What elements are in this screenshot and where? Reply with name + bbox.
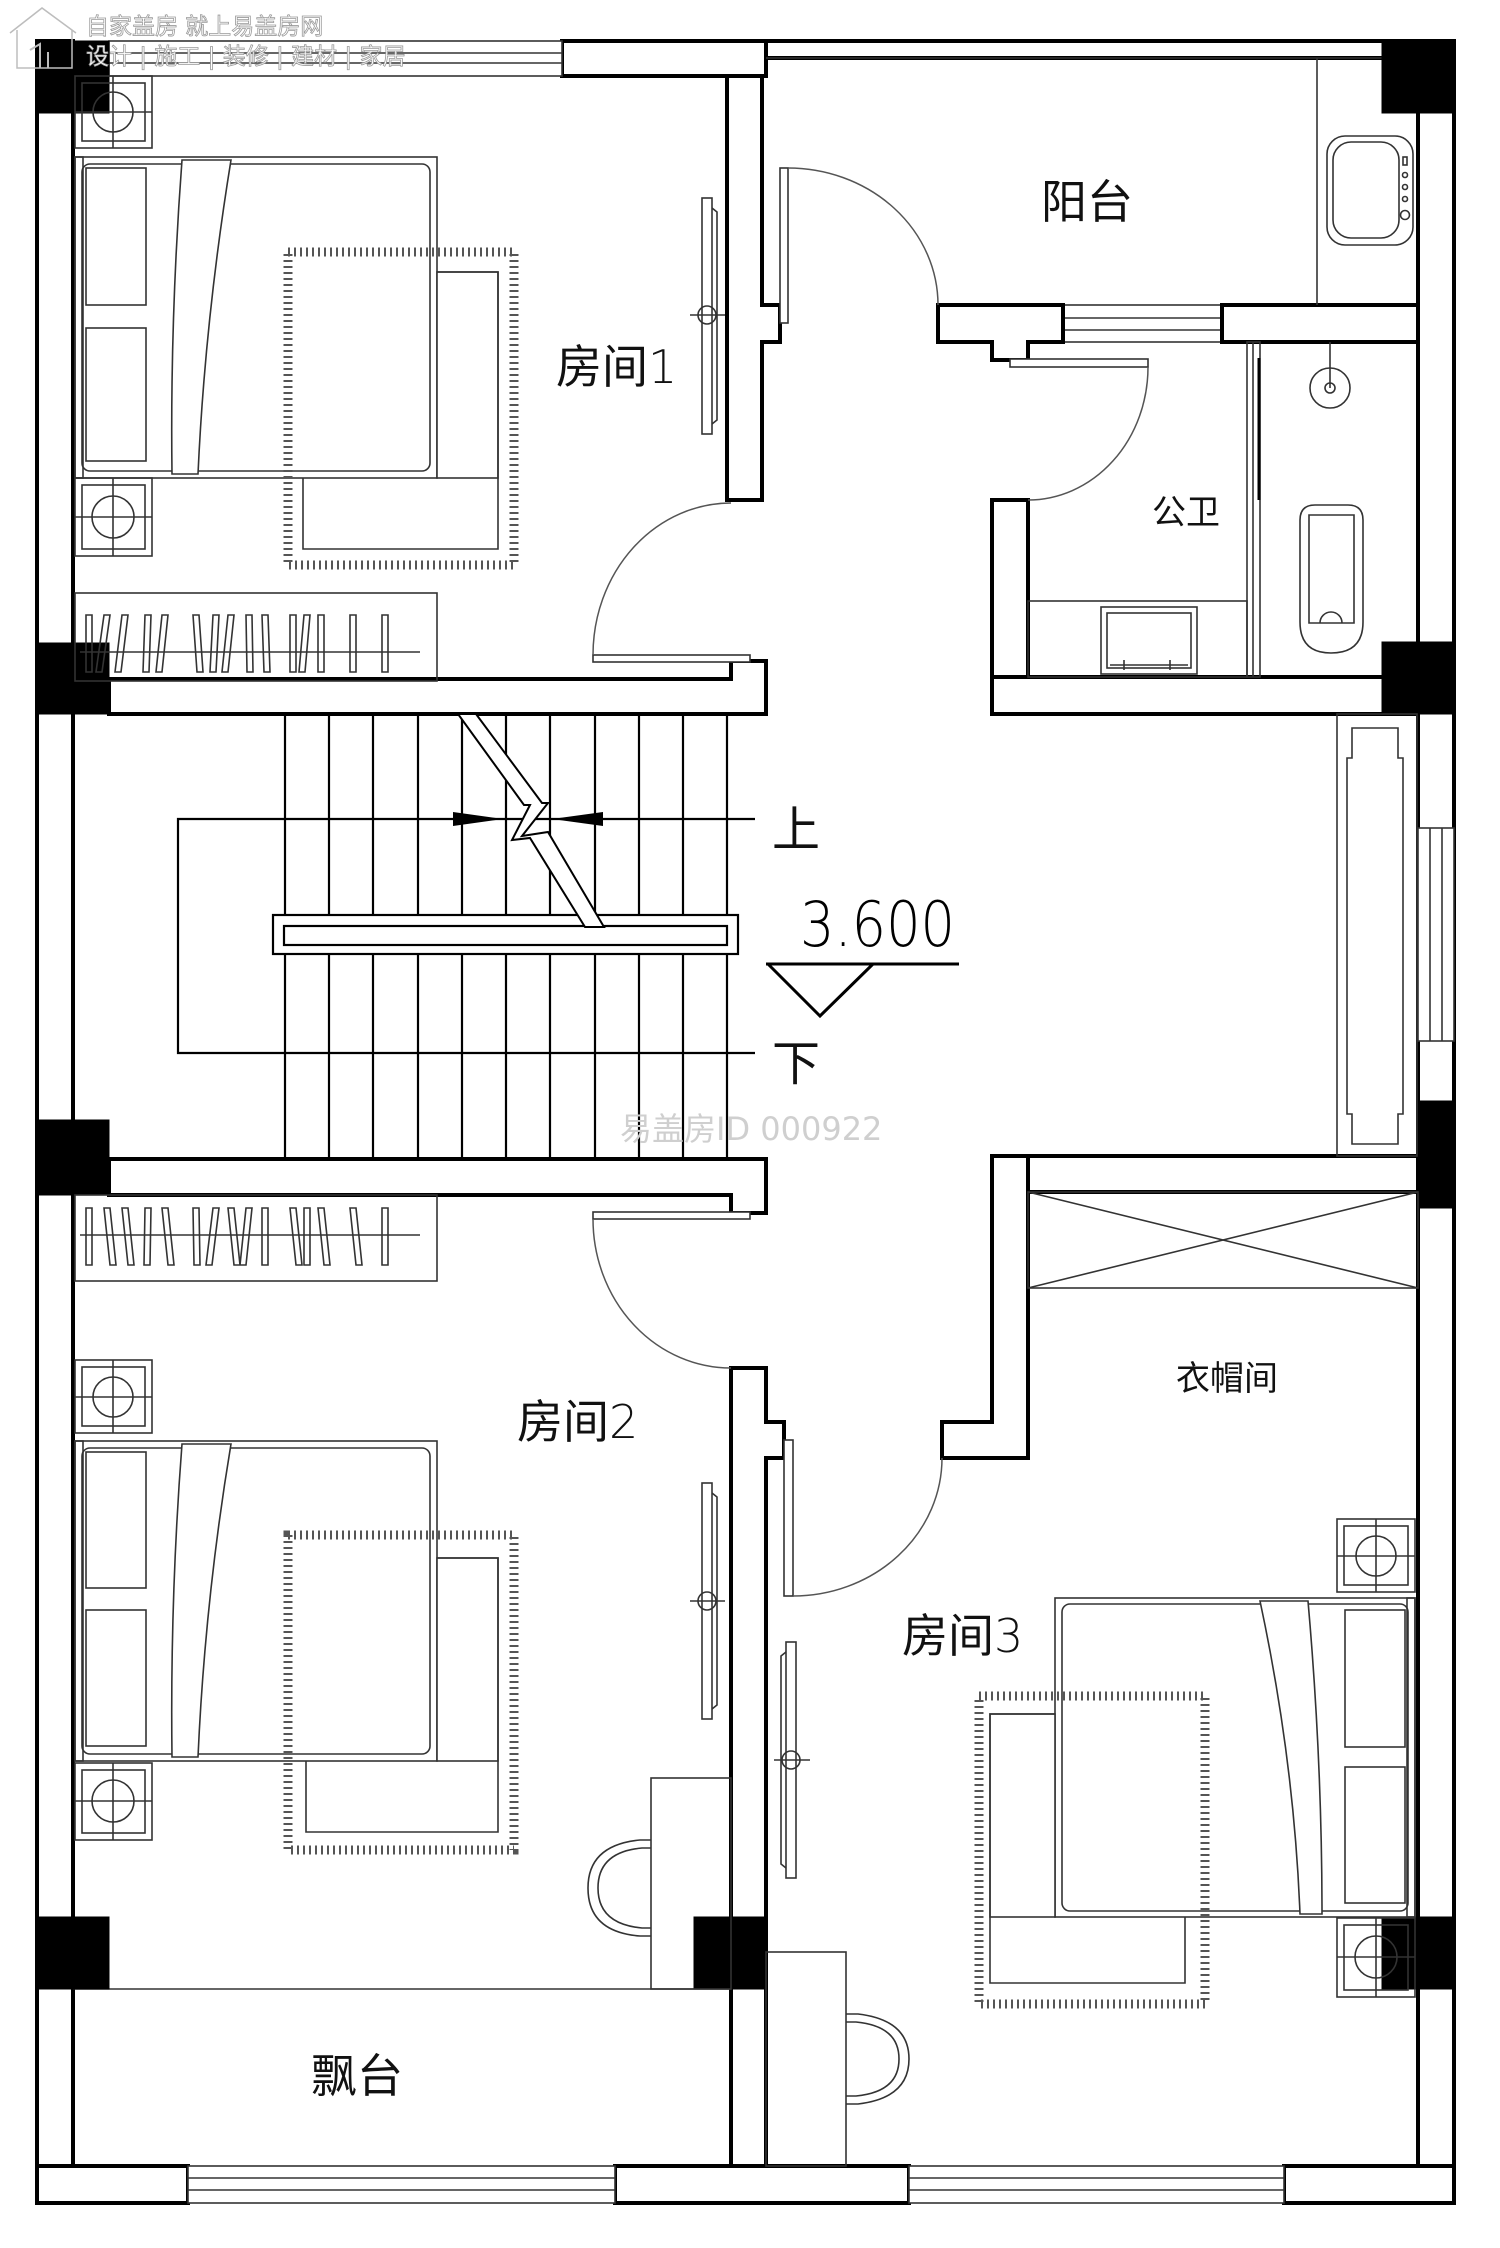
stair-up-label: 上: [772, 802, 820, 858]
exterior-walls: [35, 39, 1456, 2205]
watermark-id: 易盖房ID 000922: [620, 1110, 882, 1148]
bed-room1: [74, 156, 438, 479]
column-mid-left-lower: [36, 1119, 110, 1196]
room2-label: 房间2: [517, 1395, 638, 1449]
balcony-furniture: [1316, 58, 1414, 305]
desk-room3: [765, 1951, 847, 2167]
arrow-left-icon: [552, 812, 603, 826]
pillow-icon: [85, 1451, 147, 1589]
wardrobe-room2: [74, 1194, 438, 1282]
wall-bathroom-bottom: [990, 675, 1420, 716]
wall-balcony-right: [1220, 303, 1420, 344]
watermark-brand: 自家盖房 就上易盖房网: [86, 14, 323, 40]
tv-cabinet-room1: [690, 197, 725, 435]
wall-bottom-left: [35, 2164, 190, 2205]
door-bathroom: [1009, 358, 1149, 501]
wall-bottom-middle: [613, 2164, 911, 2205]
washing-machine-icon: [1326, 135, 1414, 246]
elevation-marker: 3.600: [766, 888, 959, 1019]
room3-label: 房间3: [902, 1609, 1023, 1663]
window-bottom-baywindow: [187, 2165, 616, 2204]
window-right-corridor: [1417, 827, 1455, 1042]
staircase: 上 下: [176, 713, 820, 1159]
desk-room2: [650, 1777, 732, 1990]
nightstand-room1-bottom: [74, 477, 153, 557]
arrow-right-icon: [453, 812, 503, 826]
room1-furniture: [74, 75, 725, 682]
baywindow-label: 飘台: [311, 2049, 403, 2103]
room-labels: 房间1 阳台 公卫 房间2 衣帽间 房间3 飘台: [311, 175, 1278, 2103]
wall-top-balcony: [764, 39, 1420, 60]
door-room2: [592, 1211, 751, 1369]
toilet-icon: [1299, 504, 1364, 654]
pillow-icon: [1344, 1609, 1406, 1748]
balcony-label: 阳台: [1041, 175, 1133, 229]
rug-room3: [974, 1691, 1210, 2009]
wall-balcony-left: [936, 303, 1065, 362]
nightstand-room3-bottom: [1336, 1917, 1416, 1998]
room1-label: 房间1: [556, 340, 677, 394]
room2-furniture: [74, 1194, 732, 1990]
column-mid-left-upper: [36, 642, 110, 715]
pillow-icon: [1344, 1766, 1406, 1904]
bed-room3: [1054, 1597, 1416, 1918]
pillow-icon: [85, 1609, 147, 1747]
wall-top-room1: [560, 39, 768, 78]
stair-handrail-inner: [282, 924, 729, 947]
wall-corridor-cloakroom: [990, 1154, 1420, 1194]
window-balcony-bathroom: [1062, 304, 1223, 343]
bathroom-label: 公卫: [1152, 493, 1220, 533]
bed-room2: [74, 1440, 438, 1762]
room3-furniture: [765, 1518, 1416, 2167]
door-room1: [592, 502, 751, 663]
house-logo-icon: [9, 7, 77, 69]
column-mid-right-upper: [1381, 641, 1455, 715]
pillow-icon: [85, 167, 147, 306]
shower-head-icon: [1309, 342, 1351, 409]
stair-break-line: [456, 713, 606, 928]
blanket-fold: [170, 159, 232, 475]
column-mid-right-lower: [1417, 1100, 1455, 1209]
pillow-icon: [85, 327, 147, 462]
wardrobe-room1: [74, 592, 438, 682]
nightstand-room2-top: [74, 1359, 153, 1434]
cloakroom-wardrobe: [1027, 1191, 1419, 1289]
wall-cloakroom-left: [940, 1154, 1030, 1460]
window-bottom-room3: [908, 2165, 1285, 2204]
door-room3: [783, 1439, 943, 1597]
windows: [108, 40, 1455, 2204]
wall-room2-room3: [729, 1366, 786, 2168]
column-bottom-left: [36, 1916, 110, 1990]
nightstand-room2-bottom: [74, 1762, 153, 1841]
stair-down-label: 下: [772, 1036, 820, 1092]
sink-vanity-icon: [1027, 600, 1248, 678]
chair-room3: [846, 2013, 910, 2105]
column-bottom-middle: [693, 1916, 767, 1990]
watermark-services: 设计 | 施工 | 装修 | 建材 | 家居: [86, 44, 405, 70]
doors: [592, 167, 1149, 1597]
door-balcony: [779, 167, 939, 324]
column-top-right: [1381, 40, 1455, 114]
wall-bottom-right: [1282, 2164, 1456, 2205]
corridor-cabinet: [1336, 713, 1418, 1157]
chair-room2: [587, 1839, 651, 1937]
elevation-value: 3.600: [800, 888, 955, 961]
cloakroom-label: 衣帽间: [1176, 1359, 1278, 1399]
shower-partition: [1246, 341, 1261, 678]
wall-room1-corridor: [725, 74, 782, 502]
elevation-triangle-icon: [766, 962, 875, 1019]
column-bottom-right: [1381, 1916, 1455, 1990]
tv-cabinet-room3: [774, 1641, 810, 1879]
bathroom-furniture: [1027, 341, 1364, 678]
watermark: 自家盖房 就上易盖房网 设计 | 施工 | 装修 | 建材 | 家居 易盖房ID…: [9, 7, 882, 1148]
tv-cabinet-room2: [690, 1482, 725, 1720]
rug-room1: [283, 247, 519, 570]
blanket-fold: [1259, 1600, 1323, 1915]
window-top-room1: [108, 40, 563, 77]
blanket-fold: [170, 1443, 232, 1758]
nightstand-room3-top: [1336, 1518, 1416, 1593]
rug-room2: [283, 1530, 519, 1855]
nightstand-room1-top: [74, 75, 153, 149]
